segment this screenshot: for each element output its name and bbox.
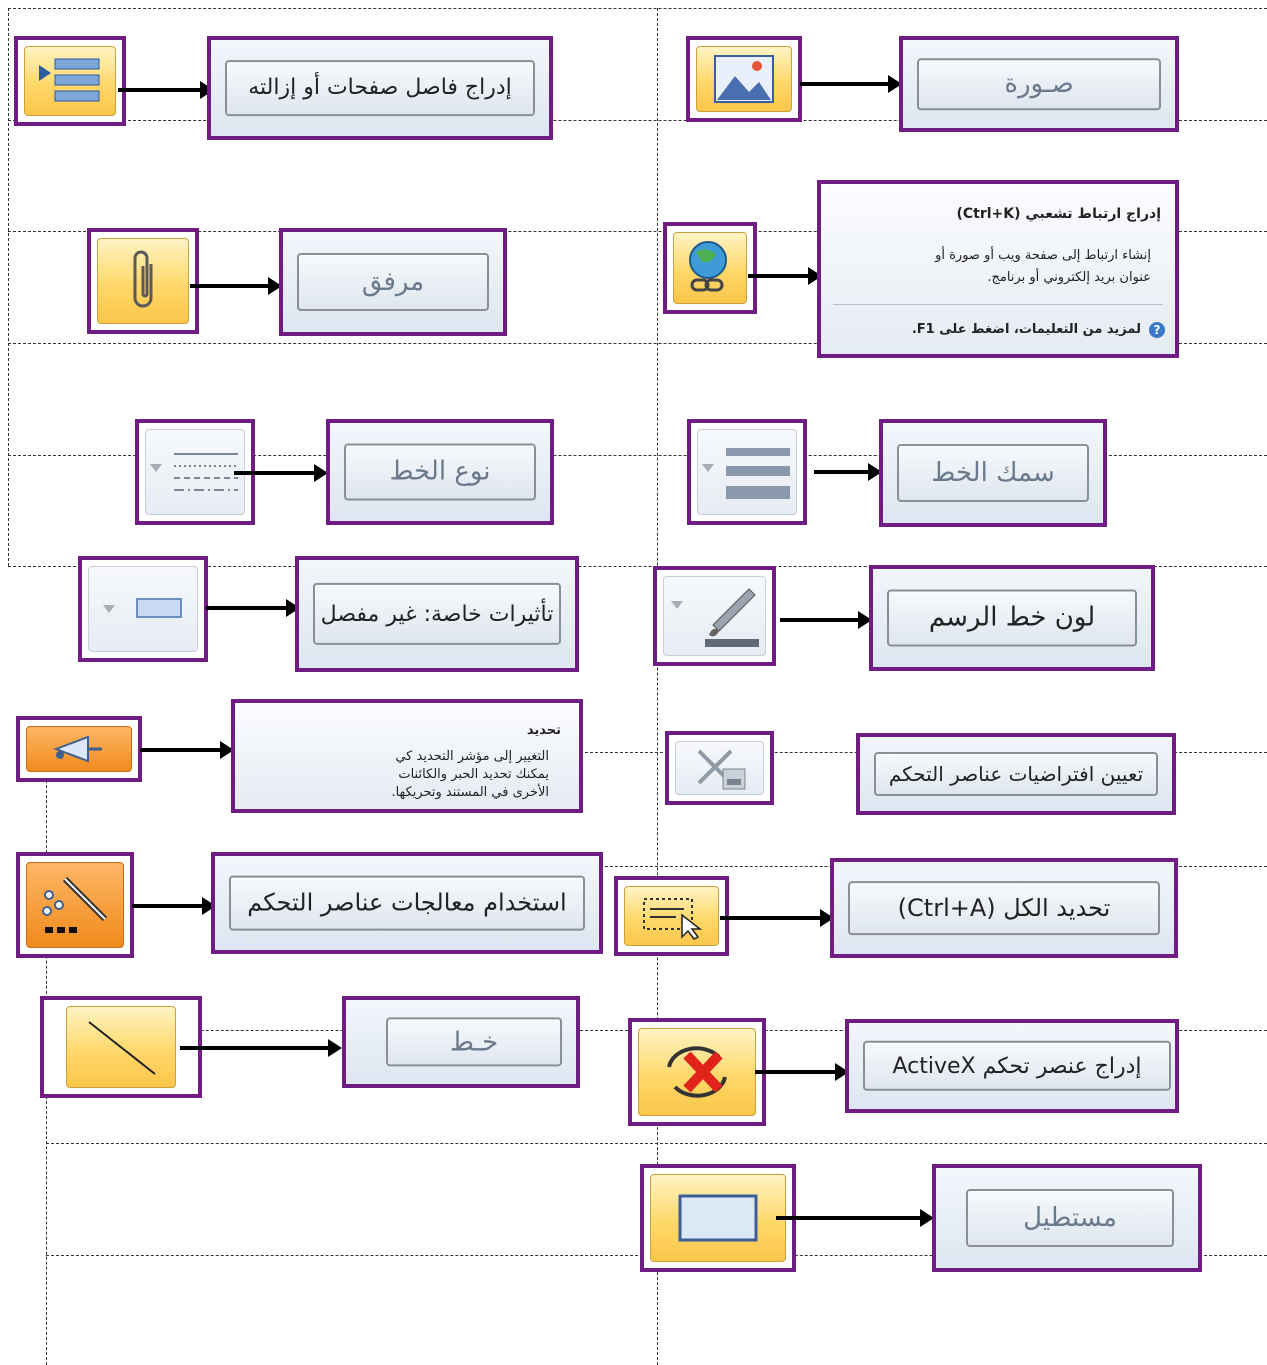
arrow [234,464,328,482]
control-defaults-icon[interactable] [675,741,764,795]
page-break-icon[interactable] [24,46,116,116]
effects-button[interactable]: تأثيرات خاصة: غير مفصل [313,582,561,646]
line-style-button-frame: نوع الخط [326,419,554,525]
picture-icon[interactable] [696,46,792,112]
select-all-icon[interactable] [624,886,719,946]
effects-icon-frame [78,556,208,662]
line-style-button[interactable]: نوع الخط [344,443,536,501]
select-tooltip-desc-1: التغيير إلى مؤشر التحديد كي [395,749,549,764]
arrow [755,1063,849,1081]
line-color-icon-frame [653,566,776,666]
activex-button-frame: إدراج عنصر تحكم ActiveX [845,1019,1179,1113]
line-button-frame: خـط [342,996,580,1088]
paperclip-icon[interactable] [97,238,189,324]
arrow [748,267,822,285]
line-weight-button-frame: سمك الخط [879,419,1107,527]
grid-line [8,8,9,566]
control-defaults-icon-frame [665,731,774,805]
grid-line [657,8,658,1365]
arrow [206,599,300,617]
grid-line [8,566,1267,567]
line-style-icon[interactable] [145,429,245,515]
line-weight-icon[interactable] [697,429,797,515]
control-wizards-icon[interactable] [26,862,124,948]
picture-button-frame: صـورة [899,36,1179,132]
line-icon[interactable] [66,1006,176,1088]
hyperlink-tooltip-help: لمزيد من التعليمات، اضغط على F1. [911,322,1141,337]
arrow [720,909,834,927]
select-all-button[interactable]: تحديد الكل (Ctrl+A) [848,881,1160,935]
help-icon: ? [1149,322,1165,338]
page-break-icon-frame [14,36,126,126]
grid-line [8,455,1267,456]
hyperlink-tooltip-frame: إدراج ارتباط تشعبي (Ctrl+K) إنشاء ارتباط… [817,180,1179,358]
arrow [800,75,902,93]
picture-button[interactable]: صـورة [917,58,1161,110]
select-icon-frame [16,716,142,782]
hyperlink-tooltip-title: إدراج ارتباط تشعبي (Ctrl+K) [956,206,1161,222]
line-button[interactable]: خـط [386,1017,562,1067]
activex-icon-frame [628,1018,766,1126]
control-defaults-button[interactable]: تعيين افتراضيات عناصر التحكم [874,752,1158,796]
effects-button-frame: تأثيرات خاصة: غير مفصل [295,556,579,672]
line-color-button[interactable]: لون خط الرسم [887,589,1137,647]
select-all-icon-frame [614,876,729,956]
effects-icon[interactable] [88,566,198,652]
control-wizards-icon-frame [16,852,134,958]
rectangle-button[interactable]: مستطيل [966,1189,1174,1247]
select-pointer-icon[interactable] [26,726,132,772]
line-color-button-frame: لون خط الرسم [869,565,1155,671]
hyperlink-globe-icon[interactable] [673,232,747,304]
line-weight-button[interactable]: سمك الخط [897,444,1089,502]
arrow [776,1209,934,1227]
grid-line [8,120,1267,121]
line-icon-frame [40,996,202,1098]
picture-icon-frame [686,36,802,122]
select-all-button-frame: تحديد الكل (Ctrl+A) [830,858,1178,958]
activex-icon[interactable] [638,1028,756,1116]
select-tooltip-title: تحديد [526,723,561,738]
rectangle-button-frame: مستطيل [932,1164,1202,1272]
control-wizards-button[interactable]: استخدام معالجات عناصر التحكم [229,875,585,931]
attachment-icon-frame [87,228,199,334]
grid-line [8,343,1267,344]
page-break-button-frame: إدراج فاصل صفحات أو إزالته [207,36,553,140]
attachment-button-frame: مرفق [279,228,507,336]
arrow [132,897,216,915]
control-wizards-button-frame: استخدام معالجات عناصر التحكم [211,852,603,954]
arrow [780,611,872,629]
arrow [180,1039,342,1057]
select-tooltip-frame: تحديد التغيير إلى مؤشر التحديد كي يمكنك … [231,699,583,813]
attachment-button[interactable]: مرفق [297,253,489,311]
control-defaults-button-frame: تعيين افتراضيات عناصر التحكم [856,733,1176,815]
line-color-icon[interactable] [663,576,766,656]
tooltip-divider [833,304,1163,305]
hyperlink-icon-frame [663,222,757,314]
hyperlink-tooltip-desc-2: عنوان بريد إلكتروني أو برنامج. [987,270,1151,285]
arrow [814,463,882,481]
grid-line [46,1143,1267,1144]
select-tooltip-desc-3: الأخرى في المستند وتحريكها. [391,785,549,800]
grid-line [8,8,1267,9]
select-tooltip-desc-2: يمكنك تحديد الحبر والكائنات [398,767,549,782]
line-weight-icon-frame [687,419,807,525]
arrow [118,81,214,99]
rectangle-icon[interactable] [650,1174,786,1262]
arrow [190,277,282,295]
rectangle-icon-frame [640,1164,796,1272]
activex-button[interactable]: إدراج عنصر تحكم ActiveX [863,1040,1171,1092]
arrow [140,741,234,759]
grid-line [8,231,1267,232]
hyperlink-tooltip-desc-1: إنشاء ارتباط إلى صفحة ويب أو صورة أو [935,248,1151,263]
page-break-button[interactable]: إدراج فاصل صفحات أو إزالته [225,60,535,116]
